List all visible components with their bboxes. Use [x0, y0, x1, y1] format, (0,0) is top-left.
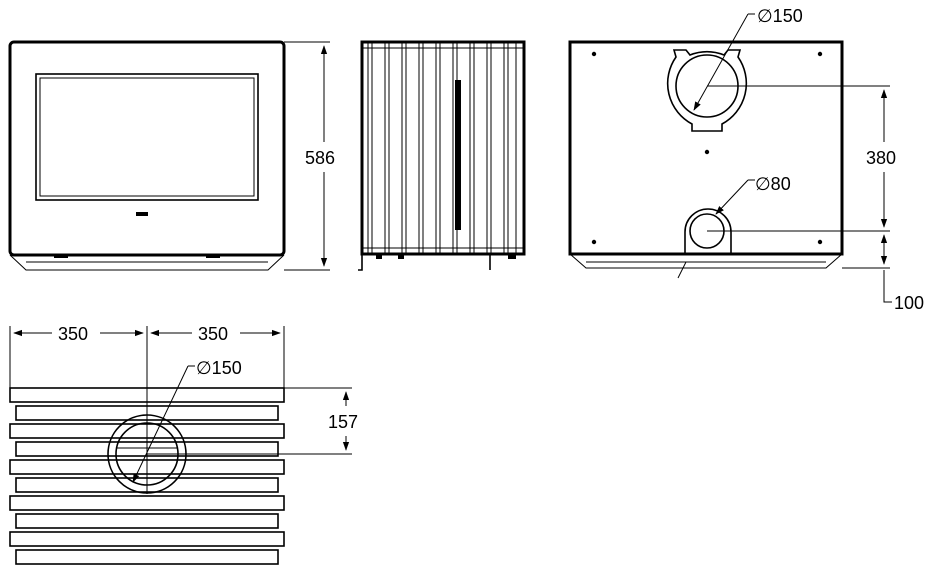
air-inlet-diameter-label: ∅80	[755, 174, 791, 194]
right-width-label: 350	[198, 324, 228, 344]
air-inlet-dimension: ∅80	[677, 174, 791, 279]
height-dimension: 586	[284, 41, 335, 271]
width-dimensions: 350 350	[9, 324, 285, 494]
left-width-label: 350	[58, 324, 88, 344]
rear-flue-dimension: ∅150	[132, 358, 242, 483]
flue-spacing-label: 380	[866, 148, 896, 168]
rear-flue-diameter-label: ∅150	[196, 358, 242, 378]
rear-flue-height-dimension: 157	[147, 387, 358, 455]
rear-flue-height-label: 157	[328, 412, 358, 432]
side-view	[358, 40, 526, 271]
front-height-label: 586	[305, 148, 335, 168]
side-slats	[367, 42, 517, 254]
top-flue-diameter-label: ∅150	[757, 6, 803, 26]
top-flue-dimension: ∅150	[693, 6, 803, 111]
air-inlet-height-label: 100	[894, 293, 924, 313]
rear-view	[568, 40, 844, 269]
vertical-spacing-dimensions: 380 100	[707, 85, 924, 313]
front-view	[8, 40, 286, 271]
